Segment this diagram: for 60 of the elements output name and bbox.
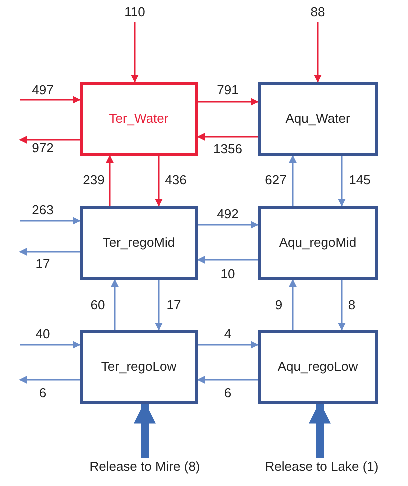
edge-label: 9 — [274, 298, 284, 312]
edge-label: 497 — [31, 84, 55, 96]
arrow — [131, 22, 139, 83]
block-arrow — [309, 402, 331, 458]
edge-label: 17 — [34, 258, 52, 270]
arrow — [106, 155, 114, 206]
arrow — [197, 133, 258, 141]
edge-label: 239 — [82, 174, 106, 186]
arrow — [20, 341, 81, 349]
compartment-name: Ter_Water — [109, 110, 169, 128]
arrow — [289, 155, 297, 206]
arrow — [338, 280, 346, 331]
edge-label: 6 — [223, 386, 233, 400]
compartment-box — [258, 330, 378, 404]
edge-label: 263 — [31, 204, 55, 216]
block-arrow — [134, 402, 156, 458]
edge-label: 627 — [264, 174, 288, 186]
compartment-box — [80, 82, 198, 156]
edge-label: 8 — [347, 298, 357, 312]
edge-label: 4 — [223, 328, 233, 340]
edge-label: 40 — [34, 328, 52, 340]
edge-label: 60 — [90, 298, 106, 312]
edge-label: 436 — [164, 174, 188, 186]
compartment-box — [258, 206, 378, 280]
arrow — [155, 280, 163, 331]
arrow — [198, 98, 259, 106]
edge-label: 17 — [166, 298, 182, 312]
arrow — [155, 156, 163, 207]
arrow — [20, 217, 81, 225]
edge-label: 791 — [216, 84, 240, 96]
compartment-name: Ter_regoMid — [102, 234, 176, 252]
arrow — [198, 341, 259, 349]
arrow — [197, 256, 258, 264]
arrow — [19, 376, 80, 384]
arrow — [111, 279, 119, 330]
arrow — [20, 96, 81, 104]
arrow — [197, 376, 258, 384]
edge-label: 145 — [348, 174, 372, 186]
edge-label: 110 — [124, 6, 146, 18]
compartment-name: Aqu_Water — [286, 110, 350, 128]
arrow — [289, 279, 297, 330]
compartment-name: Aqu_regoLow — [278, 358, 358, 376]
compartment-box — [80, 206, 198, 280]
compartment-box — [258, 82, 378, 156]
arrow — [198, 221, 259, 229]
release-label: Release to Lake (1) — [252, 458, 392, 476]
compartment-name: Aqu_regoMid — [279, 234, 357, 252]
compartment-box — [80, 330, 198, 404]
compartment-name: Ter_regoLow — [101, 358, 177, 376]
edge-label: 88 — [310, 6, 326, 18]
edge-label: 492 — [216, 208, 240, 220]
arrow — [19, 136, 80, 144]
edge-label: 6 — [38, 386, 48, 400]
arrow — [338, 156, 346, 207]
edge-label: 1356 — [212, 142, 244, 156]
arrow — [19, 248, 80, 256]
arrow — [314, 22, 322, 83]
edge-label: 10 — [220, 268, 236, 280]
release-label: Release to Mire (8) — [78, 458, 212, 476]
edge-label: 972 — [31, 142, 55, 154]
